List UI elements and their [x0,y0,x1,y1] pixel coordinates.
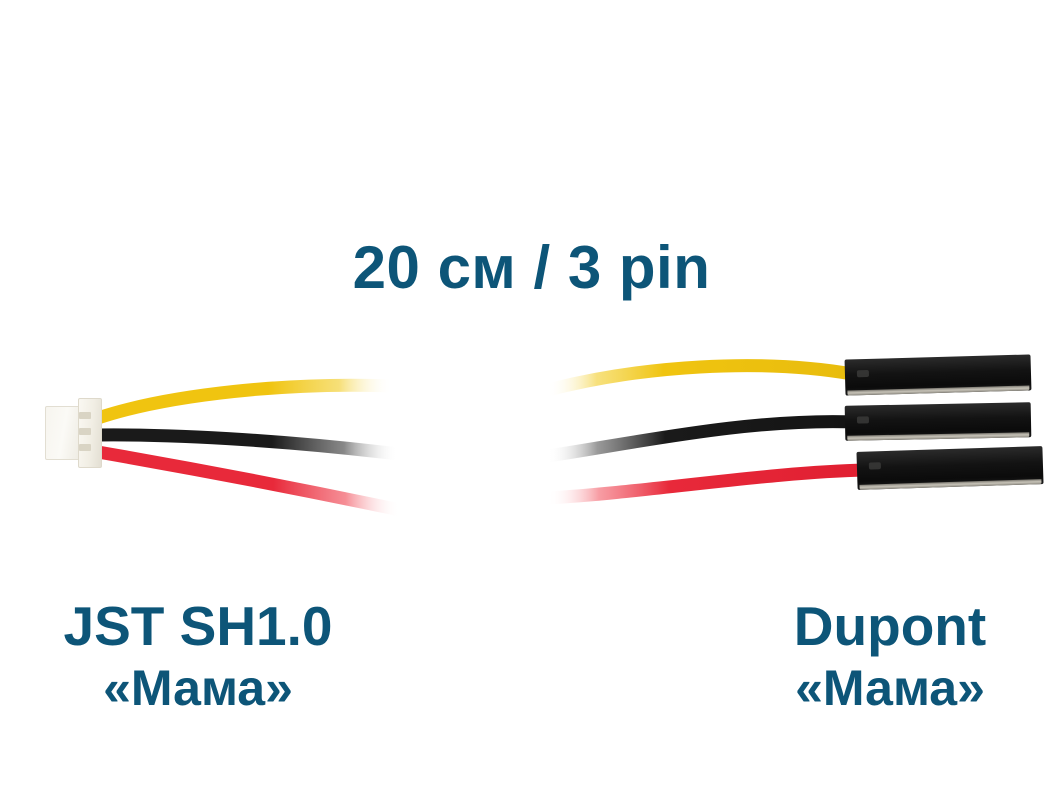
dupont-connector-3 [856,446,1044,490]
dupont-pin-slot-3 [868,462,882,470]
cable-photo [0,330,1063,530]
jst-pin-slot-3 [79,444,91,451]
left-yellow-wire [91,378,399,425]
right-wire-bundle [541,359,873,505]
jst-pin-slot-2 [79,428,91,435]
right-connector-type: Dupont [793,595,987,657]
left-wire-bundle [91,378,407,517]
dupont-connector-2 [844,402,1032,441]
page-title: 20 см / 3 pin [352,234,711,301]
left-black-wire [91,428,405,461]
right-connector-caption: Dupont «Мама» [712,595,1063,716]
left-connector-caption: JST SH1.0 «Мама» [18,595,378,716]
left-red-wire [91,445,407,517]
jst-sh10-connector [45,398,102,468]
right-connector-gender: «Мама» [795,659,985,716]
right-black-wire [541,415,863,463]
jst-pin-slot-1 [79,412,91,419]
right-yellow-wire [541,359,859,397]
right-red-wire [541,463,873,505]
dupont-connector-1 [844,354,1032,396]
cable-illustration [91,359,873,517]
left-connector-gender: «Мама» [103,659,293,716]
dupont-pin-slot-1 [856,369,870,378]
left-connector-type: JST SH1.0 [63,595,333,657]
dupont-pin-slot-2 [856,416,870,424]
